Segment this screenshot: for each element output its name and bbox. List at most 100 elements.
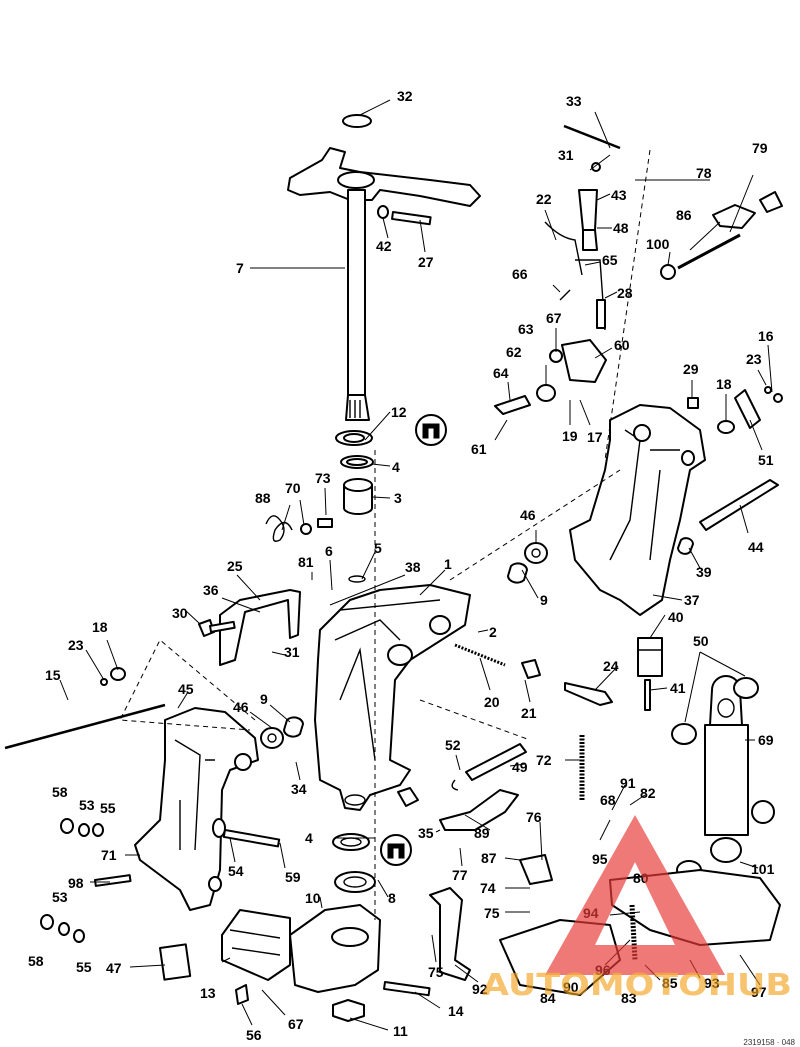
label-29: 29 [683,361,699,377]
label-55b: 55 [76,959,92,975]
label-34: 34 [291,781,307,797]
label-3: 3 [394,490,402,506]
label-62: 62 [506,344,522,360]
label-77: 77 [452,867,468,883]
label-91: 91 [620,775,636,791]
label-98: 98 [68,875,84,891]
label-51: 51 [758,452,774,468]
label-23b: 23 [68,637,84,653]
label-55: 55 [100,800,116,816]
label-17: 17 [587,429,603,445]
watermark-logo: AUTOMOTOHUB [482,815,792,1003]
label-78: 78 [696,165,712,181]
label-18b: 18 [92,619,108,635]
label-11: 11 [393,1023,408,1039]
watermark-text: AUTOMOTOHUB [482,968,792,1003]
label-60: 60 [614,337,630,353]
label-84: 84 [540,990,556,1006]
label-32: 32 [397,88,413,104]
label-83: 83 [621,990,637,1006]
label-38: 38 [405,559,421,575]
label-61: 61 [471,441,487,457]
label-4: 4 [392,459,400,475]
label-10: 10 [305,890,321,906]
watermark-triangle-icon [545,815,725,975]
label-1: 1 [444,556,452,572]
label-33: 33 [566,93,582,109]
label-79: 79 [752,140,768,156]
label-65: 65 [602,252,618,268]
label-24: 24 [603,658,619,674]
label-21: 21 [521,705,537,721]
label-67: 67 [546,310,562,326]
label-40: 40 [668,609,684,625]
label-97: 97 [751,984,767,1000]
label-31b: 31 [284,644,300,660]
label-30: 30 [172,605,188,621]
label-9b: 9 [260,691,268,707]
label-2: 2 [489,624,497,640]
label-6: 6 [325,543,333,559]
label-25: 25 [227,558,243,574]
label-73: 73 [315,470,331,486]
label-27: 27 [418,254,434,270]
label-13: 13 [200,985,216,1001]
label-54: 54 [228,863,244,879]
label-67b: 67 [288,1016,304,1032]
label-39: 39 [696,564,712,580]
label-58b: 58 [28,953,44,969]
label-56: 56 [246,1027,262,1043]
label-18: 18 [716,376,732,392]
label-90: 90 [563,979,579,995]
label-101: 101 [751,861,775,877]
label-31: 31 [558,147,574,163]
label-71: 71 [101,847,117,863]
leader-lines [59,99,773,1031]
label-37: 37 [684,592,700,608]
label-68: 68 [600,792,616,808]
label-75: 75 [484,905,500,921]
label-23: 23 [746,351,762,367]
label-74: 74 [480,880,496,896]
label-15: 15 [45,667,61,683]
label-43: 43 [611,187,627,203]
label-85: 85 [662,975,678,991]
label-46: 46 [520,507,536,523]
label-46b: 46 [233,699,249,715]
label-81: 81 [298,554,314,570]
label-12: 12 [391,404,407,420]
label-100: 100 [646,236,670,252]
label-14: 14 [448,1003,464,1019]
label-87: 87 [481,850,497,866]
label-86: 86 [676,207,692,223]
label-82: 82 [640,785,656,801]
label-19: 19 [562,428,578,444]
label-52: 52 [445,737,461,753]
label-64: 64 [493,365,509,381]
steering-arm [287,147,481,207]
label-41: 41 [670,680,686,696]
label-69: 69 [758,732,774,748]
label-45: 45 [178,681,194,697]
label-53: 53 [79,797,95,813]
label-66: 66 [512,266,528,282]
label-8: 8 [388,890,396,906]
label-35: 35 [418,825,434,841]
stern-bracket-right [569,404,706,616]
label-22: 22 [536,191,552,207]
parts-drawing [4,114,783,1022]
label-36: 36 [203,582,219,598]
label-28: 28 [617,285,633,301]
label-50: 50 [693,633,709,649]
footer-code: 2319158 · 048 [743,1038,795,1047]
label-4b: 4 [305,830,313,846]
label-20: 20 [484,694,500,710]
label-92: 92 [472,981,488,997]
label-42: 42 [376,238,392,254]
label-58: 58 [52,784,68,800]
label-47: 47 [106,960,122,976]
label-76: 76 [526,809,542,825]
label-7: 7 [236,260,244,276]
label-44: 44 [748,539,764,555]
